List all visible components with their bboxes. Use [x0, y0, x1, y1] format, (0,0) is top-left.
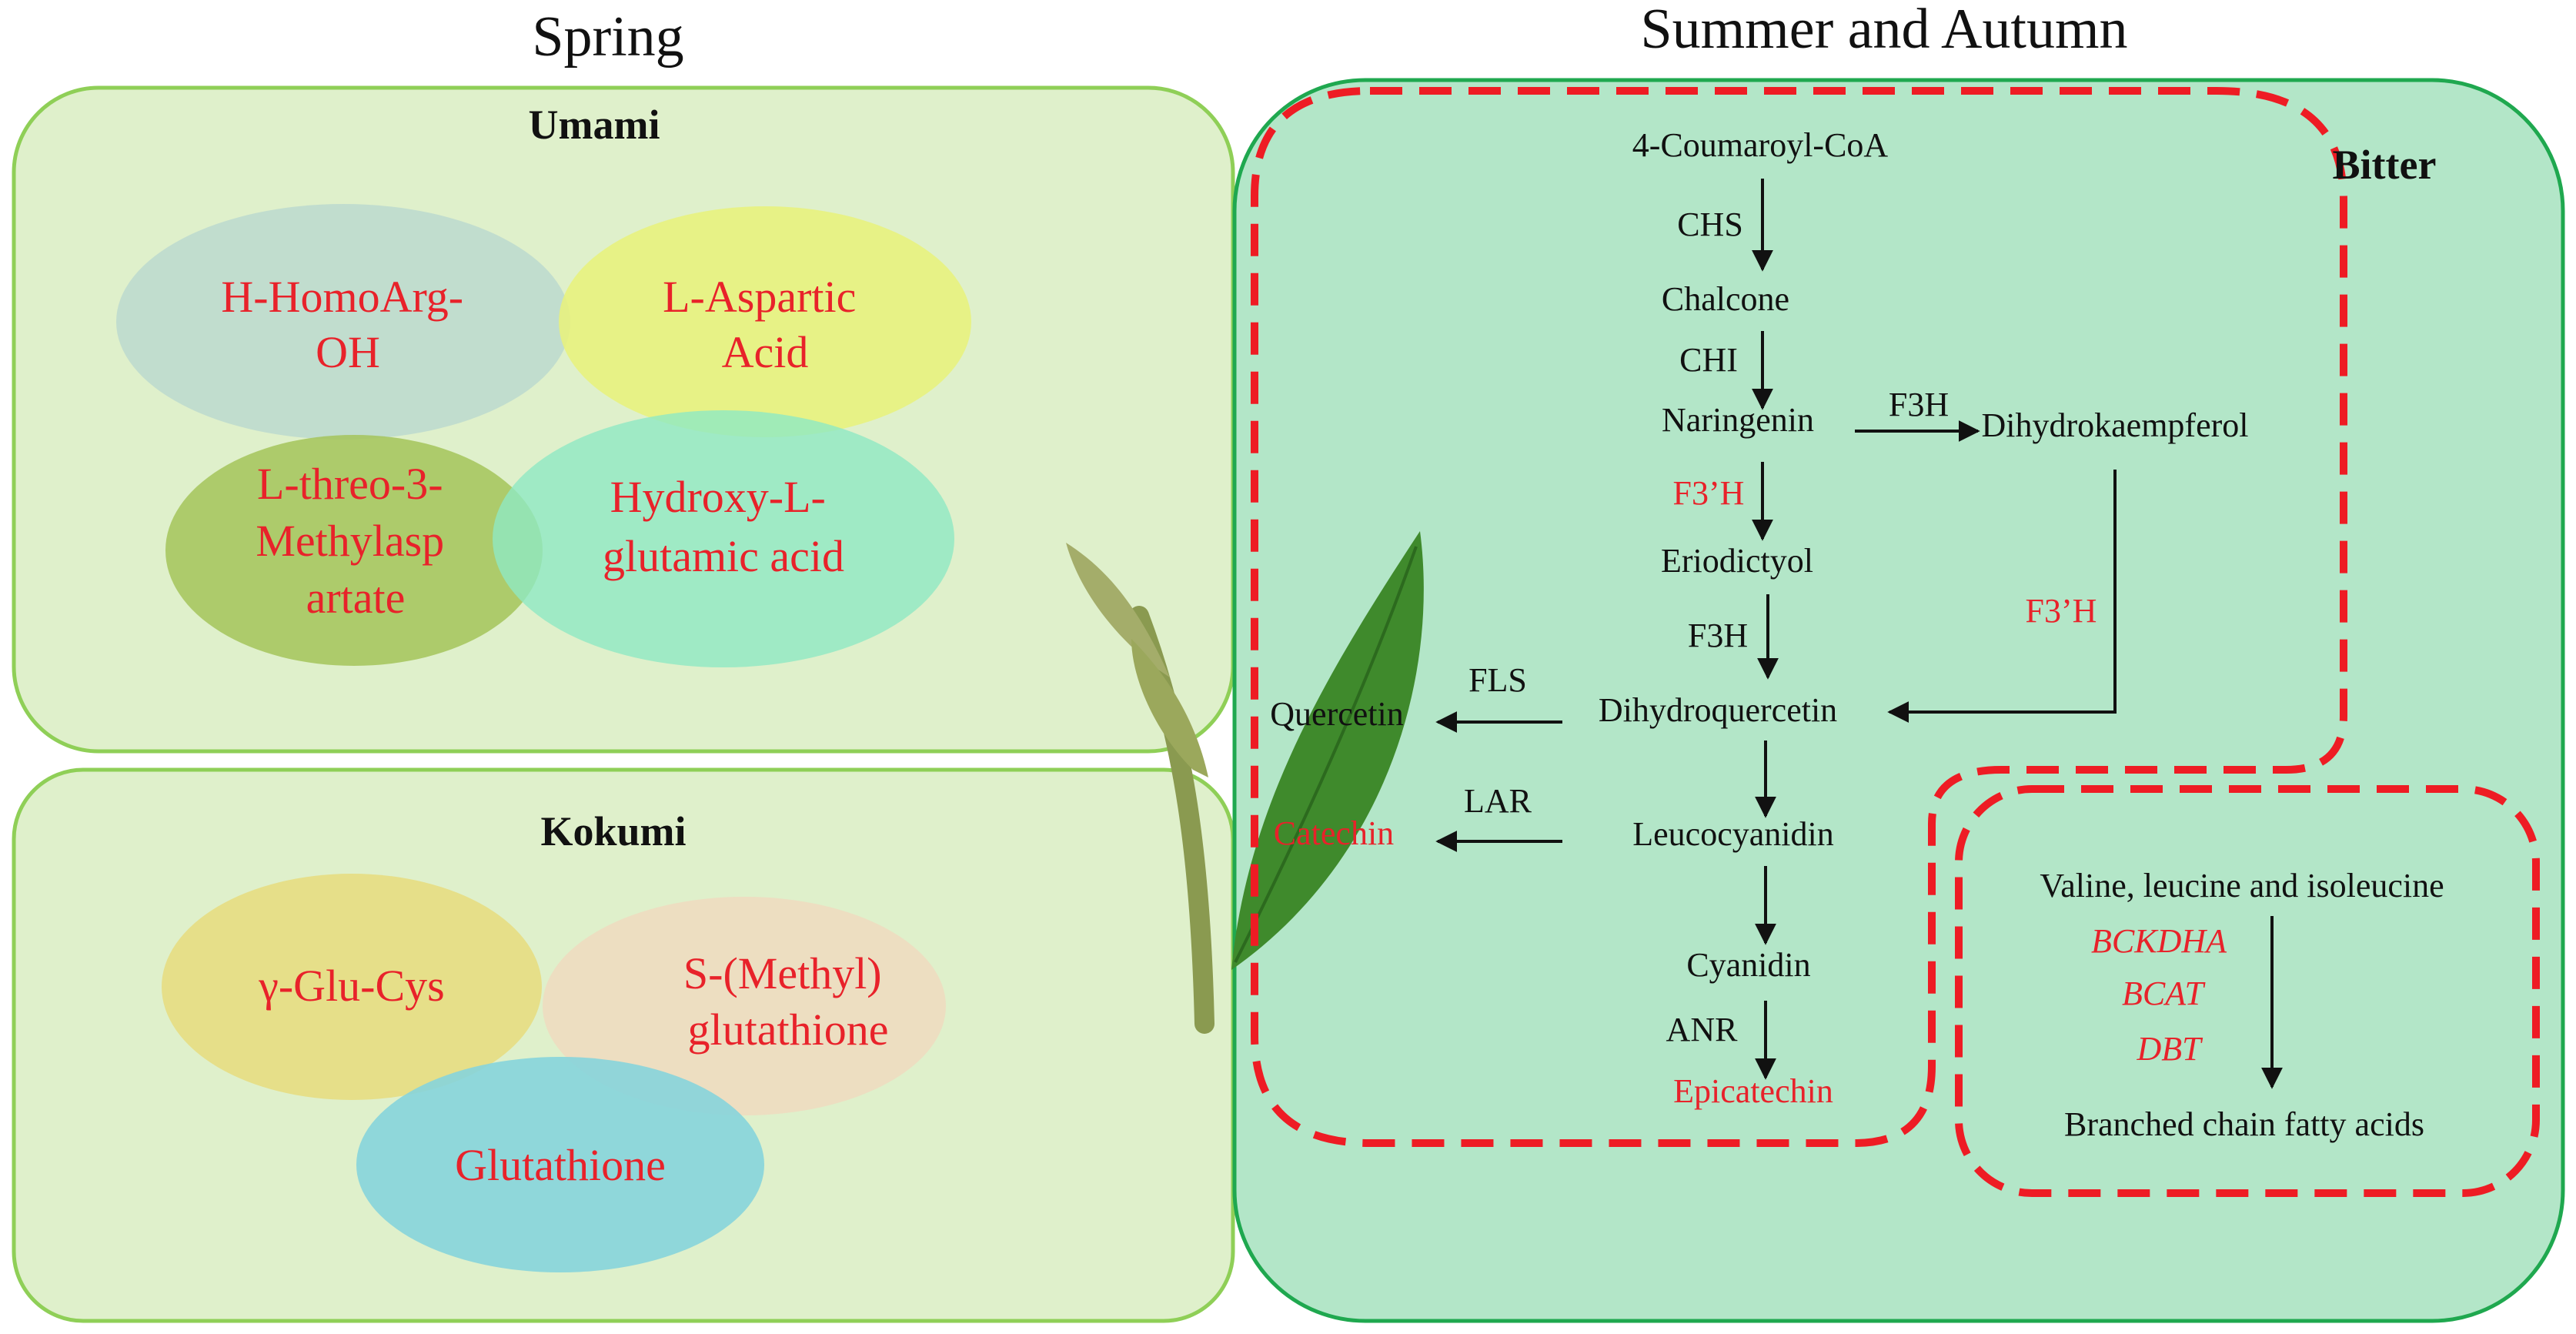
bcaa-source-label: Valine, leucine and isoleucine: [2040, 867, 2444, 904]
hydroxy-line-1: Hydroxy-L-: [610, 472, 826, 522]
bitter-label: Bitter: [2333, 142, 2437, 188]
bitter-bcaa-region: [1955, 785, 2540, 1197]
tea-shoot-illustration: [1066, 531, 1424, 1034]
umami-heading: Umami: [529, 102, 660, 148]
tea-leaf: [1231, 531, 1424, 970]
glucys-label: γ-Glu-Cys: [258, 961, 445, 1011]
summer-title: Summer and Autumn: [1640, 0, 2127, 61]
f3h-top-label: F3H: [1889, 386, 1949, 423]
spring-title: Spring: [532, 5, 683, 69]
lar-label: LAR: [1464, 782, 1532, 820]
bcat-label: BCAT: [2122, 975, 2206, 1012]
smethyl-label: S-(Methyl) glutathione: [683, 948, 893, 1055]
ellipse-glutathione: [356, 1057, 764, 1272]
anr-label: ANR: [1666, 1011, 1739, 1048]
glutathione-label: Glutathione: [455, 1140, 666, 1190]
threo-line-2: Methylasp: [256, 516, 444, 566]
aspartic-label: L-Aspartic Acid: [663, 272, 867, 377]
tea-leaf-vein: [1234, 546, 1418, 963]
bckdha-label: BCKDHA: [2091, 922, 2227, 960]
catechin-label: Catechin: [1274, 814, 1394, 852]
homoarg-label: H-HomoArg- OH: [221, 272, 474, 377]
kokumi-heading: Kokumi: [540, 808, 686, 854]
homoarg-line-1: H-HomoArg-: [221, 272, 463, 322]
hydroxy-line-2: glutamic acid: [603, 531, 844, 581]
dihydroquercetin-label: Dihydroquercetin: [1599, 691, 1837, 729]
tea-bud: [1066, 543, 1170, 677]
cyanidin-label: Cyanidin: [1686, 946, 1810, 984]
pathway-arrows: [1435, 179, 2283, 1089]
ellipse-threo: [165, 435, 543, 666]
eriodictyol-label: Eriodictyol: [1661, 542, 1813, 580]
smethyl-line-2: glutathione: [688, 1005, 889, 1055]
ellipse-glucys: [162, 874, 542, 1100]
f3prime-h-left-label: F3’H: [1673, 474, 1745, 512]
threo-line-1: L-threo-3-: [257, 459, 443, 509]
chalcone-label: Chalcone: [1662, 280, 1789, 318]
chi-label: CHI: [1679, 341, 1738, 379]
quercetin-label: Quercetin: [1270, 695, 1403, 733]
f3h-mid-label: F3H: [1688, 617, 1748, 654]
branched-fatty-acids-label: Branched chain fatty acids: [2064, 1105, 2424, 1143]
dbt-label: DBT: [2136, 1030, 2203, 1068]
epicatechin-label: Epicatechin: [1673, 1072, 1833, 1110]
threo-line-3: artate: [306, 573, 406, 623]
fls-label: FLS: [1468, 661, 1527, 699]
ellipse-homoarg: [116, 204, 570, 440]
coumaroyl-coa-label: 4-Coumaroyl-CoA: [1632, 126, 1889, 164]
naringenin-label: Naringenin: [1662, 401, 1814, 439]
ellipse-aspartic: [559, 206, 971, 437]
aspartic-line-1: L-Aspartic: [663, 272, 856, 322]
arrow-dihydrokaempferol-dihydroquercetin: [1887, 470, 2117, 723]
ellipse-hydroxy: [493, 410, 954, 667]
homoarg-line-2: OH: [316, 327, 380, 377]
hydroxy-label: Hydroxy-L- glutamic acid: [603, 472, 844, 581]
f3prime-h-right-label: F3’H: [2026, 592, 2097, 630]
chs-label: CHS: [1677, 206, 1743, 243]
bitter-flavonoid-region: [1251, 87, 2347, 1147]
aspartic-line-2: Acid: [722, 327, 809, 377]
smethyl-line-1: S-(Methyl): [683, 948, 882, 998]
ellipse-smethyl: [543, 897, 946, 1115]
tea-young-leaf: [1131, 639, 1208, 777]
threo-label: L-threo-3- Methylasp artate: [256, 459, 455, 623]
summer-panel: [1232, 78, 2565, 1323]
leucocyanidin-label: Leucocyanidin: [1632, 815, 1833, 853]
dihydrokaempferol-label: Dihydrokaempferol: [1982, 406, 2249, 444]
